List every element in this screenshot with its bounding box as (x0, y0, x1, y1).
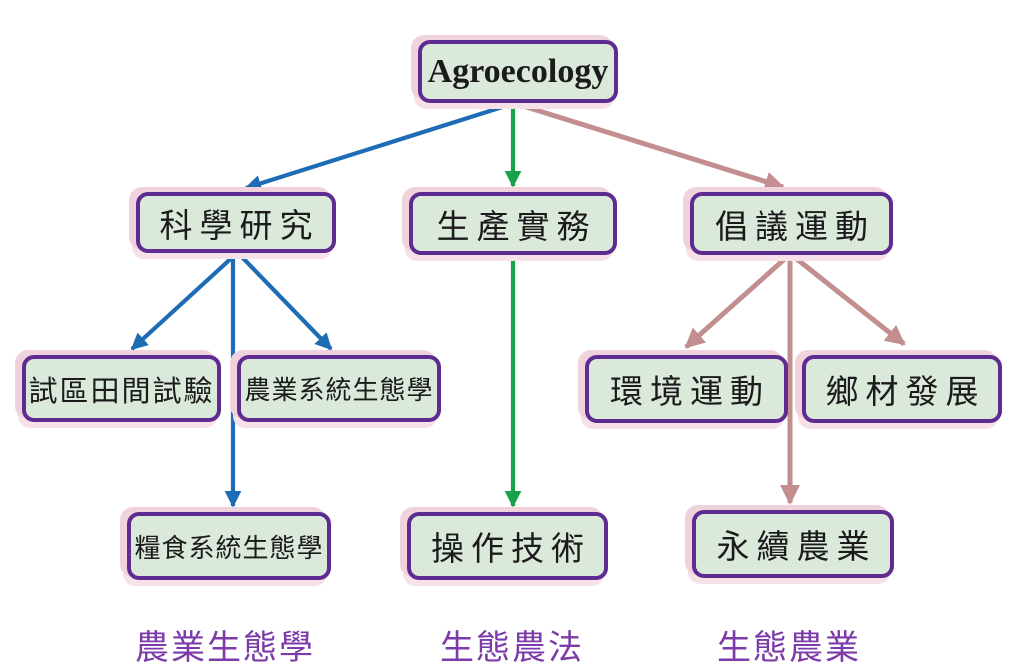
node-sustainable-agriculture: 永續農業 (692, 510, 894, 578)
node-rural-development: 鄉材發展 (802, 355, 1002, 423)
node-rural-development-label: 鄉材發展 (825, 375, 986, 411)
node-sustainable-agriculture-label: 永續農業 (716, 530, 877, 566)
node-food-systems-ecology: 糧食系統生態學 (127, 512, 331, 580)
node-operating-techniques-label: 操作技術 (431, 532, 591, 568)
node-production-practice-label: 生產實務 (436, 209, 597, 246)
arrow-science-to-agri-systems (237, 252, 333, 351)
node-environmental-movement-label: 環境運動 (610, 375, 770, 411)
node-agricultural-systems-ecology: 農業系統生態學 (237, 355, 441, 422)
node-production-practice: 生產實務 (409, 192, 617, 255)
arrow-root-to-advocacy (519, 102, 785, 192)
node-field-trials: 試區田間試驗 (22, 355, 221, 422)
footer-label-ecological-farming: 生態農法 (440, 630, 584, 667)
node-scientific-research: 科學研究 (136, 192, 336, 253)
node-advocacy-movement-label: 倡議運動 (715, 209, 875, 246)
node-environmental-movement: 環境運動 (585, 355, 788, 423)
node-food-systems-ecology-label: 糧食系統生態學 (134, 533, 324, 563)
arrow-advocacy-to-env-movement (684, 254, 790, 349)
arrow-science-to-field-trials (130, 252, 238, 351)
node-agricultural-systems-ecology-label: 農業系統生態學 (244, 376, 434, 405)
node-field-trials-label: 試區田間試驗 (28, 375, 215, 408)
node-root-agroecology: Agroecology (418, 40, 618, 103)
footer-label-ecological-agriculture: 生態農業 (717, 630, 861, 667)
footer-label-agricultural-ecology: 農業生態學 (135, 630, 315, 667)
node-root-label: Agroecology (427, 52, 609, 90)
arrow-root-to-science (244, 101, 513, 192)
node-operating-techniques: 操作技術 (407, 512, 608, 580)
arrow-advocacy-to-rural-dev (791, 254, 906, 346)
node-advocacy-movement: 倡議運動 (690, 192, 893, 255)
node-scientific-research-label: 科學研究 (159, 208, 320, 245)
